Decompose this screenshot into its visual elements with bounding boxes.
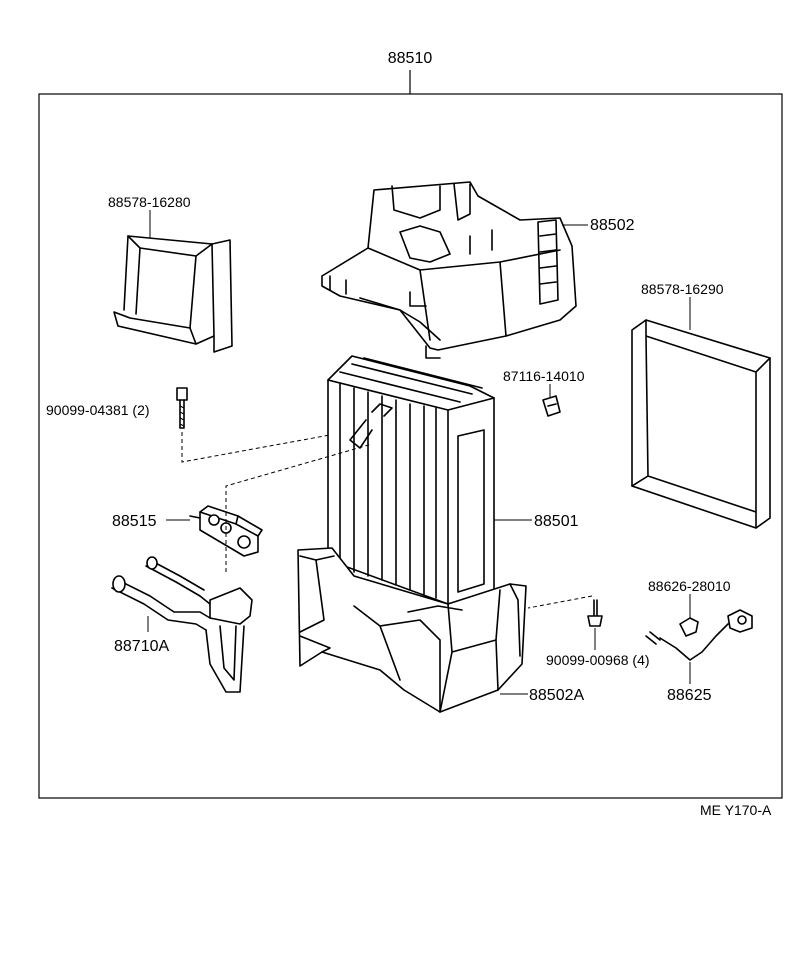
label-90099-04381: 90099-04381 (2)	[46, 402, 150, 418]
label-88626-28010: 88626-28010	[648, 578, 731, 594]
bolt-90099-04381-part	[176, 387, 188, 429]
lower-case-88502A-part	[297, 547, 527, 713]
seal-88578-16280-part	[113, 235, 233, 353]
evaporator-core-88501-part	[327, 355, 495, 605]
label-90099-00968: 90099-00968 (4)	[546, 652, 650, 668]
screw-90099-00968-part	[587, 599, 603, 627]
clip-87116-14010-part	[542, 395, 561, 417]
label-88578-16280: 88578-16280	[108, 194, 191, 210]
upper-case-88502-part	[321, 181, 577, 359]
label-88578-16290: 88578-16290	[641, 281, 724, 297]
label-88502: 88502	[590, 217, 635, 234]
label-87116-14010: 87116-14010	[503, 368, 585, 384]
assembly-number-label: 88510	[388, 50, 433, 67]
tube-88710A-part	[111, 556, 253, 693]
label-88625: 88625	[667, 687, 712, 704]
label-88515: 88515	[112, 513, 157, 530]
label-88501: 88501	[534, 513, 579, 530]
figure-code-label: ME Y170-A	[700, 802, 772, 818]
dash-line-screw	[527, 595, 593, 609]
dash-line-bolt	[181, 427, 369, 463]
thermistor-88625-part	[645, 609, 753, 661]
label-88710A: 88710A	[114, 638, 169, 655]
label-88502A: 88502A	[529, 687, 584, 704]
expansion-valve-88515-part	[189, 505, 263, 557]
seal-88578-16290-part	[631, 319, 771, 529]
dash-line-valve	[225, 443, 373, 572]
